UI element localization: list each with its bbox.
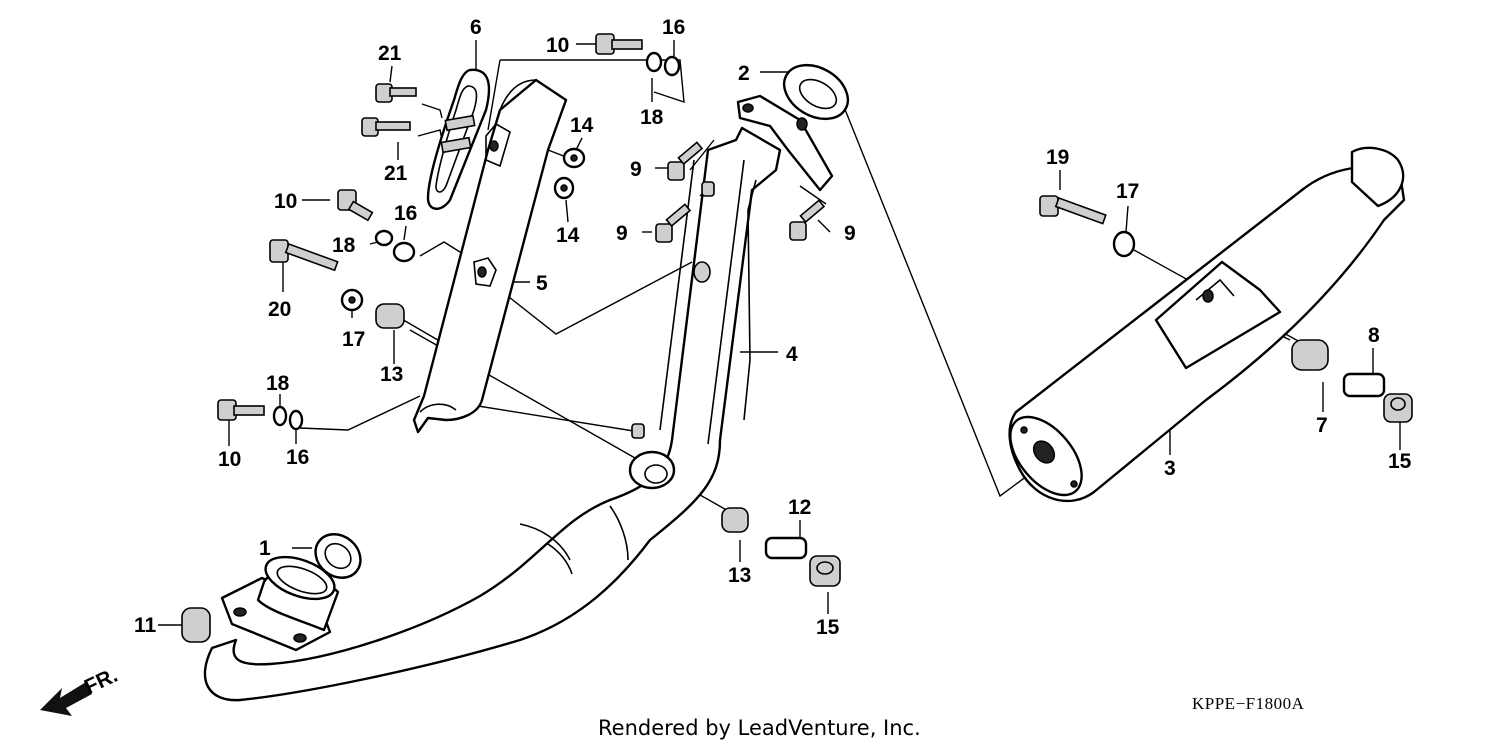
front-direction-arrow: FR. [40, 664, 121, 716]
exhaust-pipe [203, 94, 834, 702]
nut-15-right [1383, 393, 1413, 423]
callout-17-left: 17 [342, 328, 365, 351]
callout-7: 7 [1316, 414, 1328, 437]
callout-5: 5 [536, 272, 548, 295]
grommet-7 [1291, 339, 1329, 371]
grommet-13-upper [375, 303, 405, 329]
callout-15-lower: 15 [816, 616, 840, 639]
callout-18-lower: 18 [266, 372, 290, 395]
callout-20: 20 [268, 298, 291, 321]
callout-2: 2 [738, 62, 750, 85]
gasket-1 [314, 533, 362, 579]
callout-10-upper: 10 [546, 34, 569, 57]
washer-17-right [1112, 230, 1136, 258]
callout-9-right: 9 [844, 222, 856, 245]
diagram-code: KPPE−F1800A [1192, 694, 1305, 713]
bolt-20 [269, 239, 339, 272]
bolt-9-right [789, 199, 826, 241]
nut-11 [181, 607, 211, 643]
bolt-21-upper [375, 83, 417, 103]
callout-19: 19 [1046, 146, 1069, 169]
callout-11: 11 [134, 614, 157, 637]
bolt-10-lower [217, 399, 265, 421]
callout-3: 3 [1164, 457, 1176, 480]
washer-16-lower [288, 409, 304, 431]
callout-4: 4 [786, 343, 798, 366]
callout-1: 1 [259, 537, 271, 560]
callout-14-upper: 14 [570, 114, 594, 137]
heat-shield [412, 78, 568, 434]
callout-9-upper: 9 [630, 158, 642, 181]
callout-17-right: 17 [1116, 180, 1139, 203]
callout-18-middle: 18 [332, 234, 356, 257]
collar-8 [1342, 372, 1386, 398]
credit-text: Rendered by LeadVenture, Inc. [598, 716, 921, 740]
bolt-9-upper [667, 141, 704, 181]
washer-18-upper [645, 51, 663, 73]
callout-13-upper: 13 [380, 363, 403, 386]
nut-14-upper [562, 147, 586, 169]
callout-13-lower: 13 [728, 564, 751, 587]
bolt-10-middle [337, 189, 374, 222]
callout-21-lower: 21 [384, 162, 408, 185]
callout-12: 12 [788, 496, 811, 519]
bolt-9-middle [655, 203, 692, 243]
bolt-10-upper [595, 33, 643, 55]
washer-16-upper [663, 55, 681, 77]
callout-15-right: 15 [1388, 450, 1412, 473]
washer-17-left [340, 288, 364, 312]
callout-6: 6 [470, 16, 482, 39]
washer-18-lower [272, 405, 288, 427]
callout-16-middle: 16 [394, 202, 417, 225]
callout-14-lower: 14 [556, 224, 580, 247]
nut-15-lower [809, 555, 841, 587]
washer-16-middle [392, 241, 416, 263]
callout-21-upper: 21 [378, 42, 402, 65]
bolt-19 [1039, 195, 1107, 225]
callout-labels: 1 2 3 4 5 6 7 8 9 9 9 10 10 10 11 12 13 … [134, 16, 1412, 639]
muffler [1008, 146, 1406, 503]
heat-shield-gasket [426, 68, 491, 210]
callout-18-upper: 18 [640, 106, 664, 129]
callout-10-middle: 10 [274, 190, 297, 213]
nut-14-lower [553, 176, 575, 200]
callout-8: 8 [1368, 324, 1380, 347]
callout-10-lower: 10 [218, 448, 241, 471]
gasket-2 [783, 63, 849, 121]
callout-16-lower: 16 [286, 446, 309, 469]
grommet-13-lower [721, 507, 749, 533]
callout-16-upper: 16 [662, 16, 685, 39]
callout-9-middle: 9 [616, 222, 628, 245]
washer-18-middle [374, 229, 394, 247]
bolt-21-lower [361, 117, 411, 137]
collar-12 [764, 536, 808, 560]
